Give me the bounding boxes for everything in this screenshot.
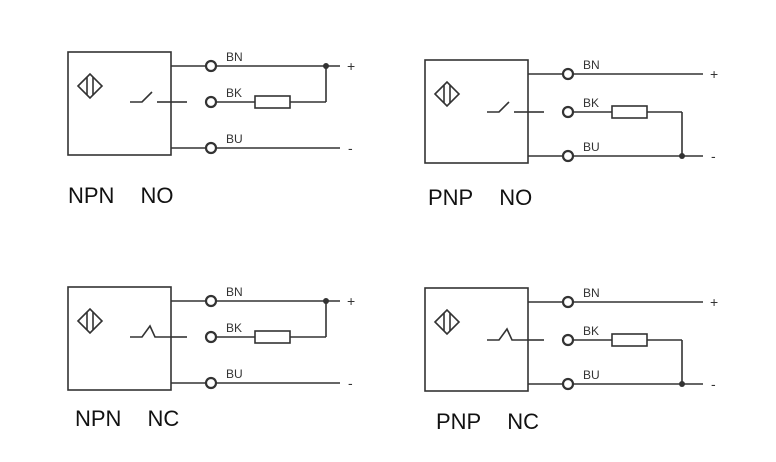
wire-label-bot: BU bbox=[583, 140, 600, 154]
terminal-top bbox=[561, 295, 575, 309]
switch-nc-icon bbox=[487, 327, 528, 341]
wire-label-mid: BK bbox=[226, 86, 242, 100]
wire-label-mid: BK bbox=[226, 321, 242, 335]
load-resistor bbox=[611, 333, 648, 347]
diagram-title-npn-no: NPN NO bbox=[68, 183, 199, 209]
output-type: NPN bbox=[75, 406, 122, 431]
diagram-title-npn-nc: NPN NC bbox=[75, 406, 205, 432]
sensor-symbol-icon bbox=[76, 307, 104, 335]
minus-terminal-label: - bbox=[711, 148, 716, 164]
diagram-npn-nc: BN BK BU + - bbox=[67, 285, 355, 391]
wire-label-top: BN bbox=[583, 58, 600, 72]
diagram-npn-no: BN BK BU + - bbox=[67, 50, 355, 156]
minus-terminal-label: - bbox=[348, 375, 353, 391]
diagram-pnp-no: BN BK BU + - bbox=[424, 58, 718, 164]
plus-terminal-label: + bbox=[347, 58, 355, 74]
sensor-diamond bbox=[76, 307, 104, 335]
sensor-symbol-icon bbox=[76, 72, 104, 100]
wire-label-mid: BK bbox=[583, 96, 599, 110]
terminal-mid bbox=[561, 333, 575, 347]
wire-label-bot: BU bbox=[226, 367, 243, 381]
junction-dot bbox=[679, 153, 685, 159]
sensor-body bbox=[424, 59, 529, 164]
terminal-bot bbox=[561, 377, 575, 391]
diagram-title-pnp-nc: PNP NC bbox=[436, 409, 565, 435]
wire-label-top: BN bbox=[226, 285, 243, 299]
output-type: PNP bbox=[436, 409, 482, 434]
junction-dot bbox=[679, 381, 685, 387]
terminal-bot bbox=[204, 141, 218, 155]
plus-terminal-label: + bbox=[710, 294, 718, 310]
load-resistor bbox=[254, 95, 291, 109]
sensor-diamond bbox=[76, 72, 104, 100]
diagram-pnp-nc: BN BK BU + - bbox=[424, 286, 718, 392]
wire-label-bot: BU bbox=[226, 132, 243, 146]
switch-mode: NC bbox=[147, 406, 180, 431]
terminal-top bbox=[204, 59, 218, 73]
switch-mode: NC bbox=[507, 409, 540, 434]
sensor-symbol-icon bbox=[433, 80, 461, 108]
output-type: NPN bbox=[68, 183, 115, 208]
switch-mode: NO bbox=[140, 183, 174, 208]
minus-terminal-label: - bbox=[348, 140, 353, 156]
wire-label-bot: BU bbox=[583, 368, 600, 382]
terminal-bot bbox=[204, 376, 218, 390]
minus-terminal-label: - bbox=[711, 376, 716, 392]
sensor-body bbox=[67, 51, 172, 156]
terminal-mid bbox=[561, 105, 575, 119]
switch-no-icon bbox=[487, 101, 510, 113]
diagram-title-pnp-no: PNP NO bbox=[428, 185, 558, 211]
switch-mode: NO bbox=[499, 185, 533, 210]
terminal-top bbox=[561, 67, 575, 81]
plus-terminal-label: + bbox=[710, 66, 718, 82]
wire-label-top: BN bbox=[583, 286, 600, 300]
switch-no-icon bbox=[130, 91, 153, 103]
plus-terminal-label: + bbox=[347, 293, 355, 309]
switch-nc-icon bbox=[130, 324, 171, 338]
sensor-diamond bbox=[433, 80, 461, 108]
junction-dot bbox=[323, 63, 329, 69]
sensor-symbol-icon bbox=[433, 308, 461, 336]
terminal-top bbox=[204, 294, 218, 308]
terminal-bot bbox=[561, 149, 575, 163]
terminal-mid bbox=[204, 95, 218, 109]
sensor-body bbox=[67, 286, 172, 391]
load-resistor bbox=[611, 105, 648, 119]
load-resistor bbox=[254, 330, 291, 344]
wire-label-mid: BK bbox=[583, 324, 599, 338]
junction-dot bbox=[323, 298, 329, 304]
terminal-mid bbox=[204, 330, 218, 344]
wire-label-top: BN bbox=[226, 50, 243, 64]
sensor-diamond bbox=[433, 308, 461, 336]
output-type: PNP bbox=[428, 185, 474, 210]
